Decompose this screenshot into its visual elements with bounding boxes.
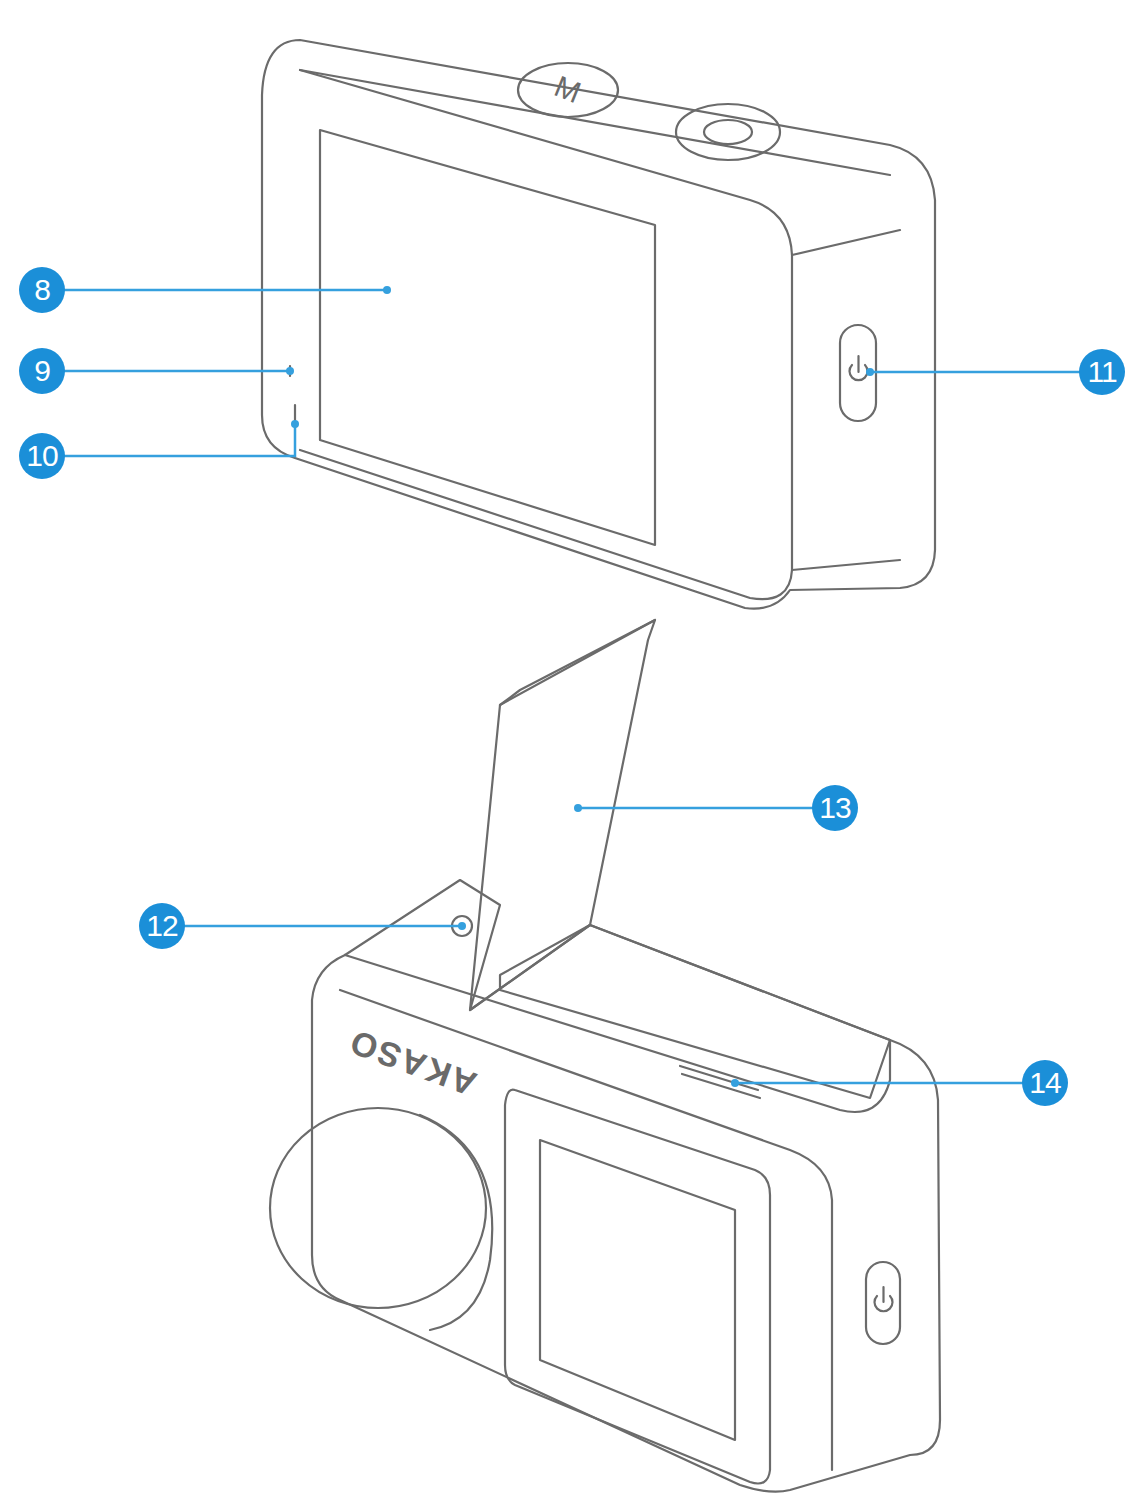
leader-dot [458, 922, 466, 930]
screen [320, 130, 655, 545]
camera-front-view [270, 620, 940, 1492]
camera-body [312, 880, 940, 1492]
leader-line [60, 370, 290, 373]
camera-front-face [340, 990, 832, 1470]
leader-dot [383, 286, 391, 294]
leader-line [578, 807, 815, 810]
leader-dot [286, 367, 294, 375]
leader-line [60, 289, 387, 292]
leader-dot [574, 804, 582, 812]
led-indicator [290, 366, 295, 428]
leader-lines [60, 290, 1082, 1083]
mode-button [518, 63, 618, 117]
leader-line [60, 424, 295, 456]
shutter-button [676, 104, 780, 160]
power-symbol [850, 356, 868, 380]
leader-line [735, 1082, 1025, 1085]
front-screen-frame [505, 1090, 770, 1484]
camera-back-view [262, 40, 935, 609]
shutter-button-inner [704, 120, 752, 144]
callout-number: 11 [1079, 349, 1125, 395]
lens-barrel [420, 1115, 492, 1330]
camera-top-edge [300, 70, 890, 175]
leader-line [870, 371, 1082, 374]
callout-number: 14 [1022, 1060, 1068, 1106]
leader-line [182, 925, 462, 928]
callout-number: 13 [812, 785, 858, 831]
power-button [840, 325, 876, 421]
leader-dot [731, 1079, 739, 1087]
battery-compartment [500, 925, 890, 1098]
callout-number: 10 [19, 433, 65, 479]
callout-number: 8 [19, 267, 65, 313]
leader-dot [866, 368, 874, 376]
leader-dots [286, 286, 874, 1087]
power-button [866, 1262, 900, 1344]
power-symbol [875, 1287, 893, 1311]
battery-door [470, 620, 655, 1010]
camera-back-face [300, 70, 792, 599]
camera-side-edge [792, 230, 900, 570]
callout-number: 12 [139, 903, 185, 949]
button-letter: M [549, 69, 587, 111]
callout-number: 9 [19, 348, 65, 394]
leader-dot [291, 420, 299, 428]
front-screen [540, 1140, 735, 1440]
camera-body [262, 40, 935, 609]
battery-door-edge [500, 620, 655, 705]
lens [270, 1108, 486, 1308]
